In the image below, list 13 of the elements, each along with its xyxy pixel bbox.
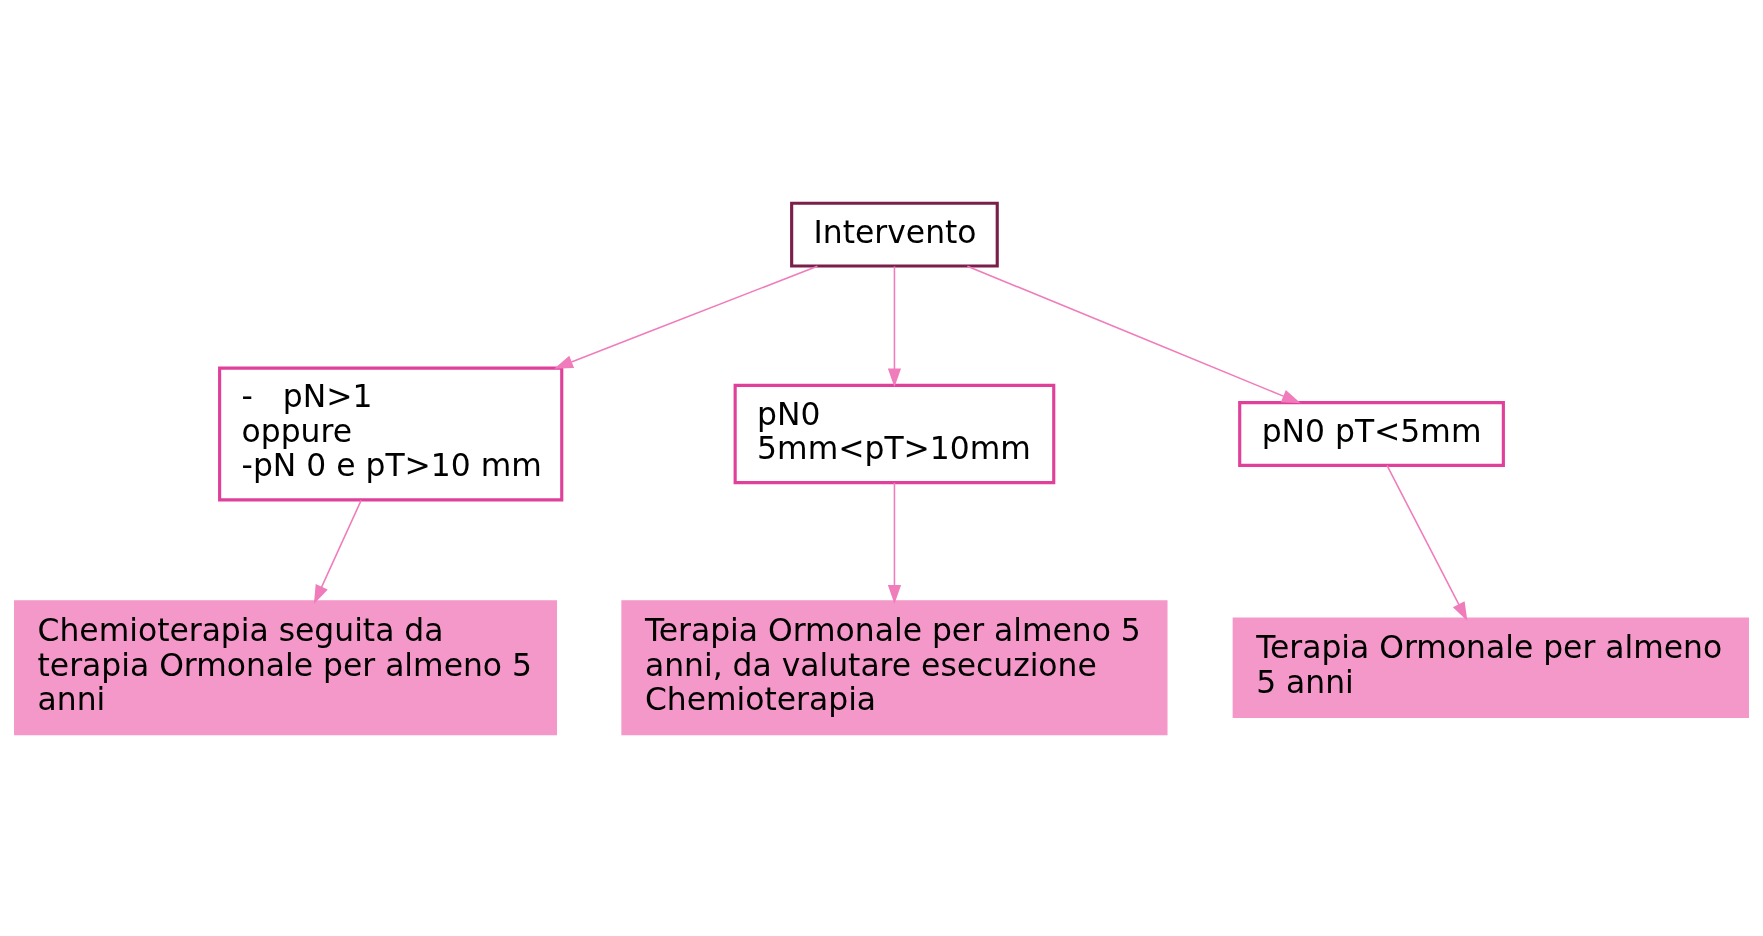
- node-box: Terapia Ormonale per almeno 5 anni: [1232, 617, 1749, 718]
- arrow: [887, 265, 902, 387]
- node-box: - pN>1 oppure -pN 0 e pT>10 mm: [218, 366, 564, 501]
- node-box: Terapia Ormonale per almeno 5 anni, da valutare esecuzione Chemioterapia: [621, 599, 1168, 735]
- arrow: [1386, 464, 1468, 621]
- arrow: [887, 481, 902, 604]
- node-box: Chemioterapia seguita da terapia Ormonale per almeno 5 anni: [14, 599, 558, 735]
- node-box: Intervento: [790, 201, 999, 268]
- node-box: pN0 pT<5mm: [1238, 400, 1505, 467]
- arrow: [966, 264, 1301, 403]
- arrow: [554, 264, 819, 369]
- arrow: [313, 499, 362, 604]
- node-box: pN0 5mm<pT>10mm: [733, 383, 1056, 484]
